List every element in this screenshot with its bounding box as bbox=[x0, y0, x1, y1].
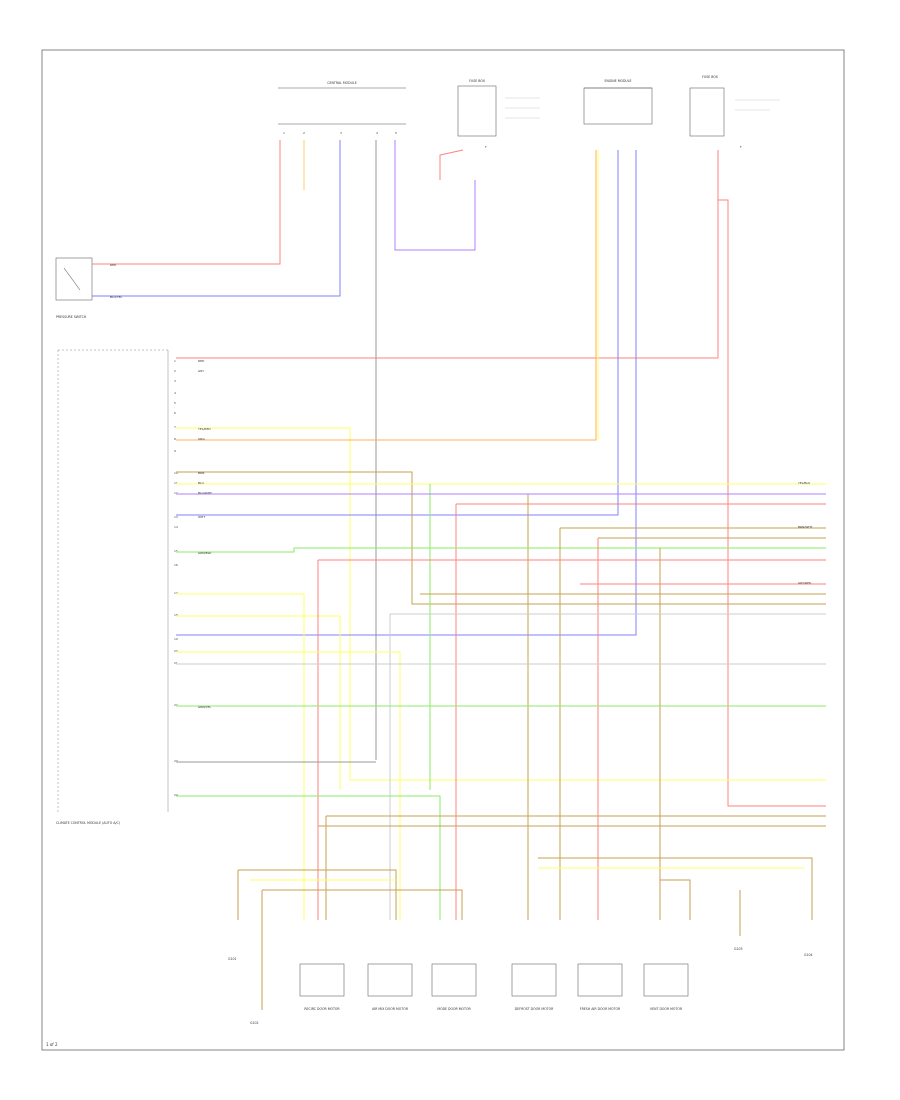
wire-label-w3: RED bbox=[198, 359, 205, 363]
svg-text:3: 3 bbox=[174, 379, 176, 383]
wire-label-w13: YEL/BLU bbox=[798, 481, 810, 485]
svg-text:1: 1 bbox=[283, 131, 285, 135]
central-module-top: CENTRAL MODULE 1 2 3 4 5 bbox=[278, 81, 406, 135]
motor-5: FRESH AIR DOOR MOTOR bbox=[577, 963, 623, 1011]
svg-text:10: 10 bbox=[174, 471, 178, 475]
svg-text:12: 12 bbox=[174, 491, 178, 495]
svg-text:17: 17 bbox=[174, 591, 178, 595]
svg-text:20: 20 bbox=[174, 649, 178, 653]
motor-3-label: MODE DOOR MOTOR bbox=[437, 1007, 471, 1011]
wire-label-w12: GRY/RED bbox=[798, 581, 812, 585]
page-border bbox=[41, 49, 845, 1051]
motor-1-label: RECIRC DOOR MOTOR bbox=[304, 1007, 340, 1011]
svg-text:4: 4 bbox=[174, 391, 176, 395]
svg-text:23: 23 bbox=[174, 759, 178, 763]
motor-5-label: FRESH AIR DOOR MOTOR bbox=[580, 1007, 621, 1011]
svg-text:6: 6 bbox=[174, 411, 176, 415]
motor-2-label: AIR MIX DOOR MOTOR bbox=[372, 1007, 409, 1011]
engine-module-top: ENGINE MODULE bbox=[583, 79, 653, 125]
ac-module-label: CLIMATE CONTROL MODULE (AUTO A/C) bbox=[56, 821, 120, 825]
motor-6-label: VENT DOOR MOTOR bbox=[650, 1007, 683, 1011]
svg-text:5: 5 bbox=[174, 401, 176, 405]
fuse-box-top: FUSE BOX F bbox=[457, 79, 540, 149]
fuse-box-right: FUSE BOX F bbox=[689, 75, 780, 149]
svg-text:22: 22 bbox=[174, 703, 178, 707]
svg-text:4: 4 bbox=[376, 131, 378, 135]
ground-3-label: G103 bbox=[734, 947, 743, 951]
svg-text:7: 7 bbox=[174, 425, 176, 429]
grounds: G101 G102 G103 G104 bbox=[228, 947, 813, 1025]
svg-text:9: 9 bbox=[174, 449, 176, 453]
svg-text:2: 2 bbox=[174, 369, 176, 373]
svg-text:19: 19 bbox=[174, 637, 178, 641]
ground-2-label: G102 bbox=[250, 1021, 259, 1025]
wire-labels: RED BLU/YEL RED GRY YEL/RED GRN/BLK BRN … bbox=[110, 263, 813, 709]
central-module-label: CENTRAL MODULE bbox=[327, 81, 356, 85]
svg-text:11: 11 bbox=[174, 481, 178, 485]
svg-text:18: 18 bbox=[174, 613, 178, 617]
svg-text:15: 15 bbox=[174, 549, 178, 553]
wire-label-w9: BLU/WHT bbox=[198, 491, 212, 495]
svg-text:24: 24 bbox=[174, 793, 178, 797]
wire-label-w4: GRY bbox=[198, 369, 204, 373]
pressure-switch: PRESSURE SWITCH bbox=[55, 257, 93, 319]
wire-label-w8: BLU bbox=[198, 481, 204, 485]
wire-layer bbox=[92, 140, 826, 1010]
fuse-box-right-label: FUSE BOX bbox=[702, 75, 719, 79]
svg-text:14: 14 bbox=[174, 525, 178, 529]
engine-module-label: ENGINE MODULE bbox=[604, 79, 631, 83]
svg-text:F: F bbox=[485, 145, 487, 149]
pressure-switch-label: PRESSURE SWITCH bbox=[56, 315, 87, 319]
svg-text:F: F bbox=[740, 145, 742, 149]
svg-text:13: 13 bbox=[174, 515, 178, 519]
ground-1-label: G101 bbox=[228, 957, 237, 961]
wire-label-w2: BLU/YEL bbox=[110, 295, 123, 299]
svg-text:3: 3 bbox=[340, 131, 342, 135]
wire-label-w10: GRN/YEL bbox=[198, 705, 211, 709]
wire-label-w5: YEL/RED bbox=[198, 427, 211, 431]
motor-1: RECIRC DOOR MOTOR bbox=[299, 963, 345, 1011]
ac-module-left: CLIMATE CONTROL MODULE (AUTO A/C) bbox=[56, 349, 169, 825]
motor-6: VENT DOOR MOTOR bbox=[643, 963, 689, 1011]
footer-ref: 1 of 2 bbox=[46, 1042, 58, 1047]
wire-label-w14: BRN/WHT bbox=[798, 525, 813, 529]
svg-text:16: 16 bbox=[174, 563, 178, 567]
motor-4-label: DEFROST DOOR MOTOR bbox=[515, 1007, 554, 1011]
wire-label-w7: BRN bbox=[198, 471, 204, 475]
wire-label-w1: RED bbox=[110, 263, 117, 267]
wire-label-w15: ORG bbox=[198, 437, 205, 441]
motor-2: AIR MIX DOOR MOTOR bbox=[367, 963, 413, 1011]
motor-4: DEFROST DOOR MOTOR bbox=[511, 963, 557, 1011]
ground-4-label: G104 bbox=[804, 953, 813, 957]
svg-text:2: 2 bbox=[303, 131, 305, 135]
svg-text:8: 8 bbox=[174, 437, 176, 441]
fuse-box-top-label: FUSE BOX bbox=[469, 79, 486, 83]
svg-text:1: 1 bbox=[174, 359, 176, 363]
wire-label-w6: GRN/BLK bbox=[198, 551, 212, 555]
svg-text:5: 5 bbox=[395, 131, 397, 135]
motor-3: MODE DOOR MOTOR bbox=[431, 963, 477, 1011]
wire-label-w11: WHT bbox=[198, 515, 205, 519]
svg-text:21: 21 bbox=[174, 661, 178, 665]
